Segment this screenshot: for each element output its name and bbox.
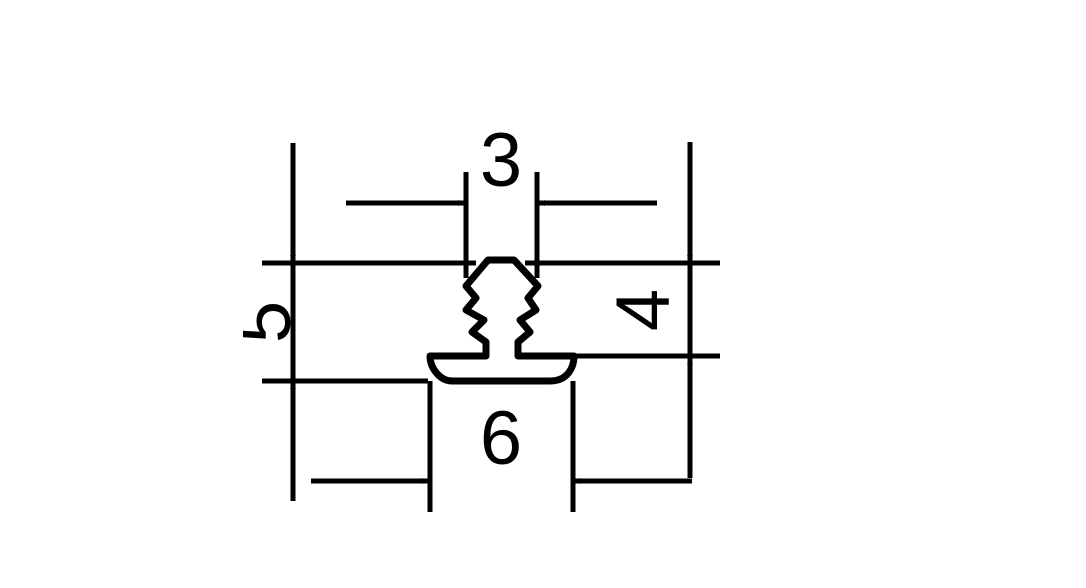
dimension-label-6: 6 [480,396,522,481]
dimension-label-4: 4 [601,289,686,331]
profile-outline [426,256,578,385]
left-crop-mask [0,0,243,588]
dimension-label-3: 3 [480,118,522,203]
